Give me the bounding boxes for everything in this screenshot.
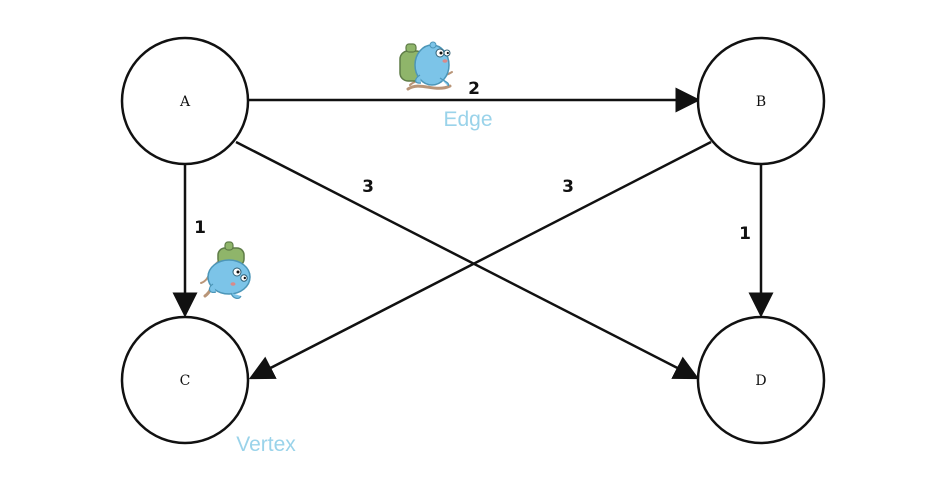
node-c: C: [120, 315, 250, 445]
weight-b-d: 1: [739, 224, 751, 244]
vertex-annotation: Vertex: [236, 433, 296, 456]
weight-a-b: 2: [468, 79, 480, 99]
gopher-mascot-icon: [399, 41, 453, 91]
node-c-label: C: [180, 373, 191, 389]
node-a-label: A: [179, 94, 191, 110]
weight-a-c: 1: [194, 218, 206, 238]
node-a: A: [120, 36, 250, 166]
gopher-mascot-icon: [200, 241, 251, 299]
edge-b-c: [248, 140, 712, 380]
weight-b-c: 3: [562, 177, 574, 197]
node-d-label: D: [755, 373, 766, 389]
weight-a-d: 3: [362, 177, 374, 197]
node-b-label: B: [756, 94, 766, 110]
node-b: B: [696, 36, 826, 166]
edge-annotation: Edge: [443, 108, 492, 131]
edge-a-d: [235, 140, 700, 380]
node-d: D: [696, 315, 826, 445]
